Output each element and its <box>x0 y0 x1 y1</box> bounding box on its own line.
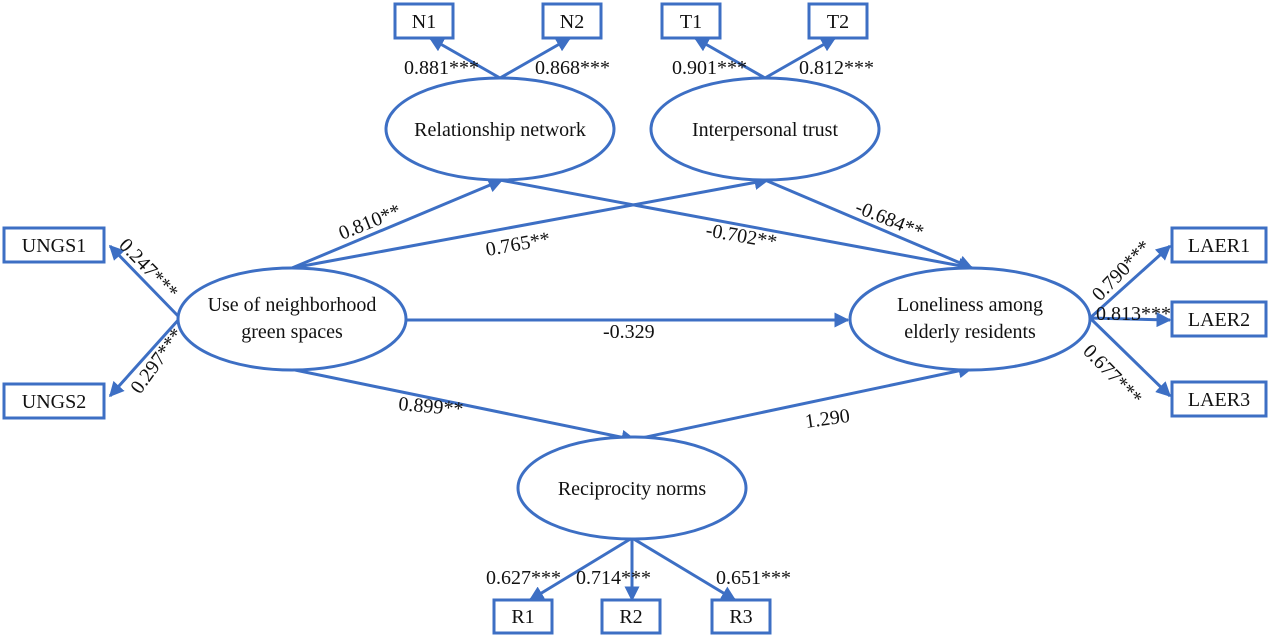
edge-trust-t1 <box>693 36 766 80</box>
box-n2: N2 <box>541 2 603 40</box>
coef-rel-lonely: -0.702** <box>704 219 778 253</box>
coef-green-trust: 0.765** <box>484 228 552 261</box>
ellipse-relationship-network: Relationship network <box>384 76 616 182</box>
coef-green-recip: 0.899** <box>398 393 465 421</box>
coef-green-rel: 0.810** <box>336 200 405 245</box>
box-r2: R2 <box>600 598 662 635</box>
box-ungs2-label: UNGS2 <box>22 391 86 413</box>
loneliness-label-line2: elderly residents <box>904 321 1036 343</box>
box-n1: N1 <box>393 2 455 40</box>
coef-green-ungs1: 0.247*** <box>114 234 182 303</box>
coef-trust-t2: 0.812*** <box>799 57 874 79</box>
edge-lonely-laer2 <box>1089 312 1172 328</box>
coef-recip-lonely: 1.290 <box>804 405 852 433</box>
loneliness-label-line1: Loneliness among <box>897 294 1043 316</box>
coef-rel-n1: 0.881*** <box>404 57 479 79</box>
box-laer1-label: LAER1 <box>1188 235 1250 257</box>
green-spaces-label-line2: green spaces <box>241 321 343 343</box>
box-laer2-label: LAER2 <box>1188 309 1250 331</box>
box-r3-label: R3 <box>729 606 752 628</box>
edge-green-ungs1 <box>108 244 182 320</box>
coef-green-lonely: -0.329 <box>603 321 655 343</box>
box-laer1: LAER1 <box>1170 226 1268 264</box>
coef-lonely-laer2: 0.813*** <box>1096 303 1171 325</box>
box-t1-label: T1 <box>680 11 702 33</box>
box-laer2: LAER2 <box>1170 300 1268 338</box>
edge-lonely-laer1 <box>1088 244 1172 320</box>
edge-recip-r1 <box>528 536 633 602</box>
coef-green-ungs2: 0.297*** <box>126 324 188 398</box>
edge-trust-t2 <box>764 36 837 80</box>
coef-recip-r2: 0.714*** <box>576 567 651 589</box>
ellipse-green-spaces: Use of neighborhood green spaces <box>176 266 408 372</box>
box-r2-label: R2 <box>619 606 642 628</box>
box-t2-label: T2 <box>827 11 849 33</box>
edge-green-recip <box>294 368 637 445</box>
box-t2: T2 <box>807 2 869 40</box>
edge-rel-lonely <box>499 178 974 273</box>
box-n2-label: N2 <box>560 11 584 33</box>
green-spaces-label-line1: Use of neighborhood <box>208 294 377 316</box>
box-laer3: LAER3 <box>1170 380 1268 418</box>
ellipse-interpersonal-trust: Interpersonal trust <box>649 76 881 182</box>
coef-rel-n2: 0.868*** <box>535 57 610 79</box>
latent-constructs: Relationship network Interpersonal trust… <box>176 76 1092 541</box>
edge-rel-n2 <box>499 36 572 80</box>
edge-green-rel <box>291 178 504 270</box>
box-laer3-label: LAER3 <box>1188 389 1250 411</box>
ellipse-reciprocity-norms: Reciprocity norms <box>516 435 748 541</box>
coef-lonely-laer1: 0.790*** <box>1088 236 1156 305</box>
relationship-network-label: Relationship network <box>414 119 586 141</box>
edge-lonely-laer3 <box>1088 316 1172 398</box>
edge-green-trust <box>291 175 770 270</box>
box-n1-label: N1 <box>412 11 436 33</box>
box-ungs2: UNGS2 <box>2 382 106 420</box>
edge-trust-lonely <box>764 178 974 270</box>
coef-recip-r1: 0.627*** <box>486 567 561 589</box>
box-ungs1-label: UNGS1 <box>22 235 86 257</box>
box-r3: R3 <box>710 598 772 635</box>
box-t1: T1 <box>660 2 722 40</box>
box-r1: R1 <box>492 598 554 635</box>
edge-rel-n1 <box>428 36 501 80</box>
edges <box>108 36 1172 602</box>
edge-recip-lonely <box>631 363 974 442</box>
reciprocity-norms-label: Reciprocity norms <box>558 478 707 500</box>
ellipse-loneliness: Loneliness among elderly residents <box>848 266 1092 372</box>
edge-green-ungs2 <box>108 316 182 398</box>
coef-lonely-laer3: 0.677*** <box>1078 340 1146 409</box>
box-ungs1: UNGS1 <box>2 226 106 264</box>
edge-recip-r3 <box>631 536 737 602</box>
coef-trust-lonely: -0.684** <box>852 196 927 243</box>
box-r1-label: R1 <box>511 606 534 628</box>
interpersonal-trust-label: Interpersonal trust <box>692 119 839 141</box>
coef-trust-t1: 0.901*** <box>672 57 747 79</box>
coef-recip-r3: 0.651*** <box>716 567 791 589</box>
